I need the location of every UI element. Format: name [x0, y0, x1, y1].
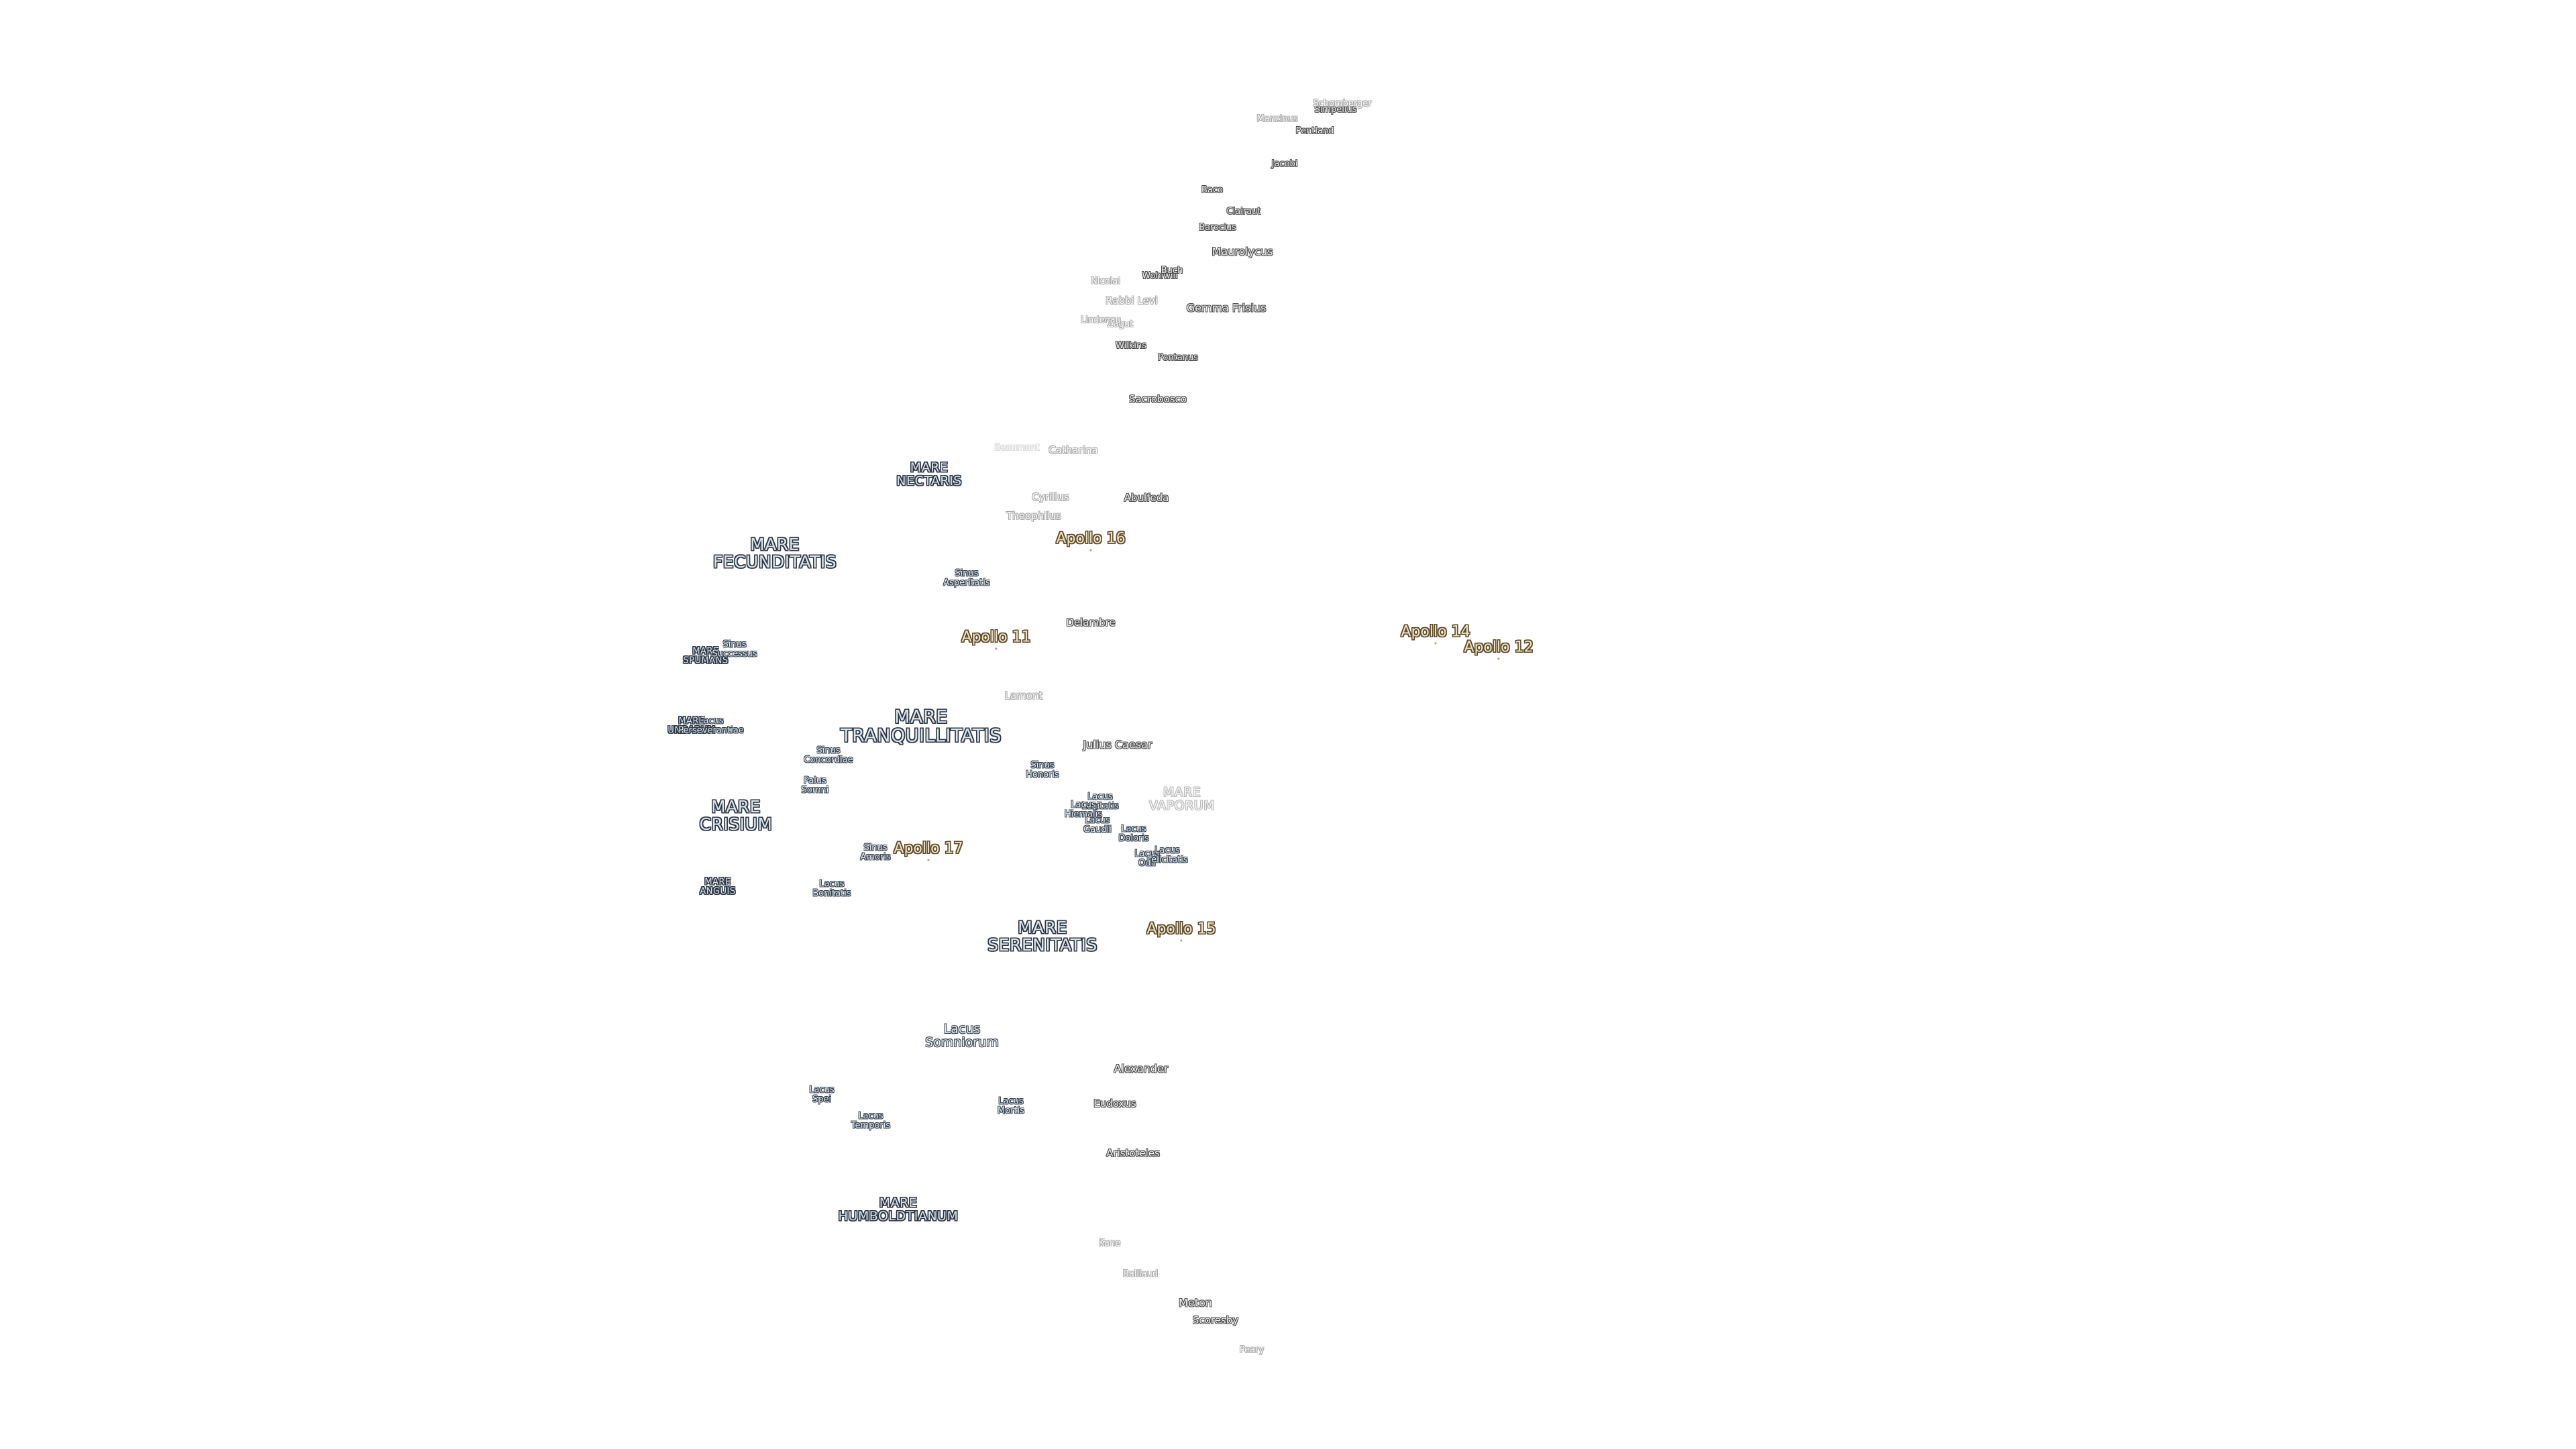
- label-mare-anguis: MARE ANGUIS: [700, 877, 736, 896]
- label-maurolycus: Maurolycus: [1212, 245, 1273, 258]
- label-abulfeda: Abulfeda: [1124, 492, 1169, 504]
- label-delambre: Delambre: [1066, 616, 1116, 629]
- label-lacus-gaudii: Lacus Gaudii: [1083, 815, 1112, 835]
- label-theophilus: Theophilus: [1006, 510, 1061, 523]
- label-aristoteles: Aristoteles: [1106, 1147, 1160, 1160]
- label-mare-vaporum: MARE VAPORUM: [1148, 785, 1216, 813]
- label-pentland: Pentland: [1295, 126, 1334, 137]
- label-baillaud: Baillaud: [1122, 1269, 1159, 1280]
- label-eudoxus: Eudoxus: [1093, 1097, 1136, 1110]
- label-cyrillus: Cyrillus: [1032, 491, 1069, 504]
- label-mare-nectaris: MARE NECTARIS: [896, 460, 962, 488]
- label-barocius: Barocius: [1199, 223, 1236, 233]
- label-jacobi: Jacobi: [1271, 159, 1298, 170]
- label-catharina: Catharina: [1049, 444, 1098, 457]
- label-lacus-felicitatis: Lacus Felicitatis: [1146, 845, 1188, 865]
- label-apollo-17[interactable]: Apollo 17: [894, 840, 963, 861]
- label-lacus-somniorum: Lacus Somniorum: [925, 1022, 999, 1050]
- label-apollo-14[interactable]: Apollo 14: [1401, 623, 1470, 645]
- label-mare-fecunditatis: MARE FECUNDITATIS: [712, 534, 837, 572]
- label-peary: Peary: [1239, 1345, 1265, 1356]
- label-mare-crisium: MARE CRISIUM: [699, 796, 773, 834]
- label-sinus-amoris: Sinus Amoris: [860, 843, 891, 862]
- label-lacus-spei: Lacus Spei: [809, 1085, 835, 1104]
- label-scoresby: Scoresby: [1192, 1314, 1239, 1327]
- label-sinus-concordiae: Sinus Concordiae: [804, 745, 853, 765]
- label-baco: Baco: [1201, 185, 1223, 196]
- label-gemma-frisius: Gemma Frisius: [1186, 301, 1267, 315]
- label-schomberger: Schomberger: [1313, 99, 1372, 109]
- label-beaumont: Beaumont: [994, 443, 1040, 453]
- label-manzinus: Manzinus: [1256, 114, 1298, 125]
- label-lacus-perseverantiae: Lacus Perseverantiae: [678, 716, 744, 735]
- label-lacus-mortis: Lacus Mortis: [998, 1096, 1024, 1116]
- label-clairaut: Clairaut: [1226, 207, 1261, 217]
- label-buch: Buch: [1161, 266, 1183, 276]
- label-wohlwill: Wohlwill: [1142, 271, 1178, 282]
- label-simpelius: Simpelius: [1314, 105, 1357, 115]
- label-lindenau: Lindenau: [1081, 315, 1121, 326]
- label-lacus-temporis: Lacus Temporis: [851, 1111, 891, 1130]
- label-lacus-lenitatis: Lacus Lenitatis: [1081, 792, 1119, 811]
- label-sinus-successus: Sinus Successus: [712, 639, 757, 659]
- label-lacus-doloris: Lacus Doloris: [1118, 824, 1149, 843]
- label-nicolai: Nicolai: [1091, 276, 1120, 287]
- label-meton: Meton: [1179, 1296, 1212, 1309]
- label-alexander: Alexander: [1114, 1062, 1169, 1075]
- label-palus-somni: Palus Somni: [801, 775, 829, 795]
- label-sinus-honoris: Sinus Honoris: [1026, 760, 1059, 780]
- label-pontanus: Pontanus: [1158, 353, 1198, 364]
- label-mare-undarum: MARE UNDARUM: [667, 716, 716, 735]
- label-rabbi-levi: Rabbi Levi: [1106, 294, 1158, 307]
- label-lacus-bonitatis: Lacus Bonitatis: [812, 879, 851, 898]
- label-mare-spumans: MARE SPUMANS: [683, 646, 729, 665]
- label-apollo-11[interactable]: Apollo 11: [961, 629, 1031, 650]
- label-sinus-asperitatis: Sinus Asperitatis: [943, 568, 990, 588]
- label-kane: Kane: [1098, 1238, 1121, 1249]
- label-julius-caesar: Julius Caesar: [1083, 738, 1152, 751]
- label-lamont: Lamont: [1004, 690, 1043, 702]
- label-zagut: Zagut: [1107, 319, 1134, 330]
- label-sacrobosco: Sacrobosco: [1129, 393, 1187, 406]
- label-mare-tranquillitatis: MARE TRANQUILLITATIS: [841, 706, 1002, 747]
- label-apollo-16[interactable]: Apollo 16: [1056, 530, 1126, 551]
- label-wilkins: Wilkins: [1116, 341, 1146, 352]
- label-lacus-odii: Lacus Odii: [1134, 849, 1160, 868]
- label-apollo-12[interactable]: Apollo 12: [1464, 639, 1534, 660]
- label-mare-humboldtianum: MARE HUMBOLDTIANUM: [838, 1195, 959, 1224]
- label-apollo-15[interactable]: Apollo 15: [1146, 920, 1216, 942]
- label-mare-serenitatis: MARE SERENITATIS: [987, 917, 1097, 955]
- label-lacus-hiemalis: Lacus Hiemalis: [1064, 800, 1103, 819]
